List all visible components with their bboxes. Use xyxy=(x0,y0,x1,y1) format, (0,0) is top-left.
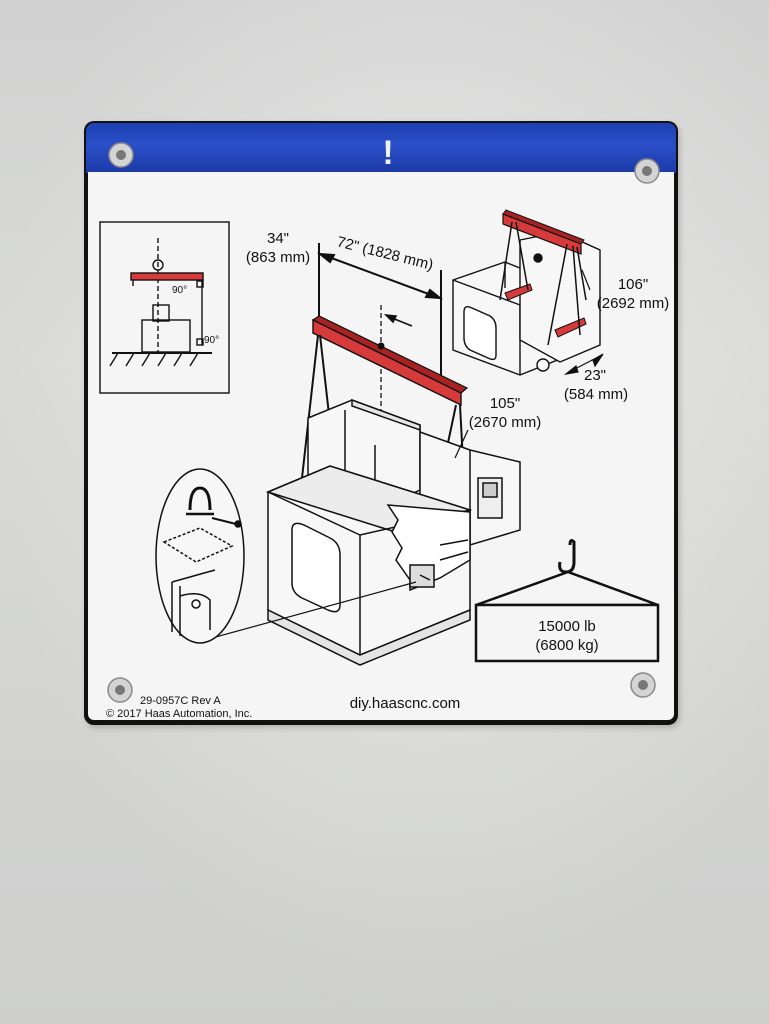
shackle-detail-callout xyxy=(155,468,245,644)
website-url: diy.haascnc.com xyxy=(350,695,461,712)
angle-label-top: 90° xyxy=(172,285,187,296)
detail-leader-line xyxy=(211,581,417,639)
copyright-notice: © 2017 Haas Automation, Inc. xyxy=(106,708,252,720)
part-number: 29-0957C Rev A xyxy=(140,695,221,707)
side-mm: (584 mm) xyxy=(564,386,628,403)
side-inch: 23" xyxy=(584,367,606,384)
cnc-machine-drawing xyxy=(265,398,521,666)
screw-top-left xyxy=(108,142,134,168)
beam-span-label: 72" (1828 mm) xyxy=(335,233,435,273)
depth-leader-line xyxy=(454,429,469,459)
screw-bottom-right xyxy=(630,672,656,698)
left-offset-mm: (863 mm) xyxy=(246,249,310,266)
depth-inch: 105" xyxy=(490,395,520,412)
direction-arrow xyxy=(383,313,413,327)
depth-mm: (2670 mm) xyxy=(469,414,542,431)
inset-lift-angle-diagram xyxy=(99,221,230,394)
angle-label-bottom: 90° xyxy=(204,335,219,346)
weight-lb: 15000 lb xyxy=(538,618,596,635)
side-view-dimension-lines xyxy=(563,269,604,375)
side-view-slings xyxy=(499,221,587,346)
screw-bottom-left xyxy=(107,677,133,703)
left-offset-inch: 34" xyxy=(267,230,289,247)
weight-rating-sign xyxy=(474,539,660,663)
height-inch: 106" xyxy=(618,276,648,293)
height-mm: (2692 mm) xyxy=(597,295,670,312)
screw-top-right xyxy=(634,158,660,184)
spreader-beam xyxy=(311,315,469,407)
weight-kg: (6800 kg) xyxy=(535,637,598,654)
warning-exclamation: ! xyxy=(382,134,393,172)
side-view-beams xyxy=(502,209,587,338)
warning-header-band xyxy=(86,123,676,173)
